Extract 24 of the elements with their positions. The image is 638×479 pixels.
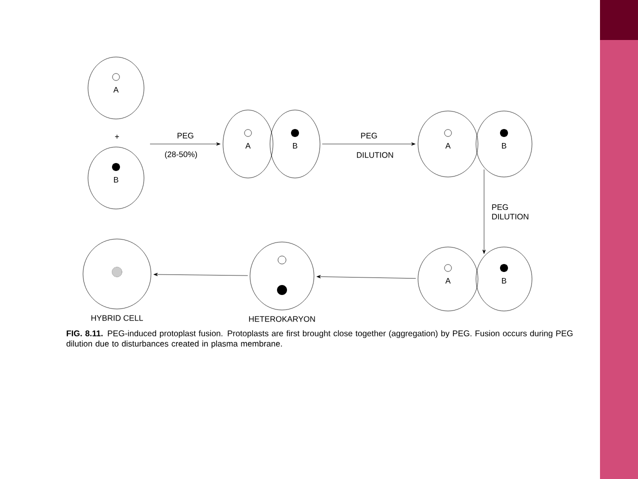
cell: B: [476, 110, 532, 178]
cell: A: [418, 110, 478, 178]
cell: A: [418, 246, 478, 312]
condition-label: (28-50%): [165, 151, 197, 159]
arrow: [154, 272, 248, 276]
cell: B: [88, 146, 144, 210]
plus-sign: +: [115, 134, 119, 139]
cell: A: [88, 56, 144, 120]
cell: [82, 238, 152, 310]
edge-label: PEG: [361, 132, 377, 138]
cell-caption: HETEROKARYON: [249, 316, 315, 322]
cell: B: [270, 110, 320, 178]
arrow: [322, 142, 416, 146]
condition-label: DILUTION: [357, 152, 394, 158]
edge-label: PEG DILUTION: [492, 204, 528, 220]
cell: [250, 242, 314, 310]
arrow: [482, 169, 486, 254]
cell: B: [476, 246, 532, 312]
arrow: [150, 142, 220, 146]
edge-label: PEG: [178, 132, 194, 138]
caption: FIG. 8.11. PEG-induced protoplast fusion. Protoplasts are first brought close together (aggregation) by PEG. Fusion occurs during PEG dilution due to disturbances created in plasma membrane.: [66, 330, 573, 348]
arrow: [316, 275, 416, 279]
cell-caption: HYBRID CELL: [91, 315, 143, 321]
cell: A: [222, 110, 274, 178]
